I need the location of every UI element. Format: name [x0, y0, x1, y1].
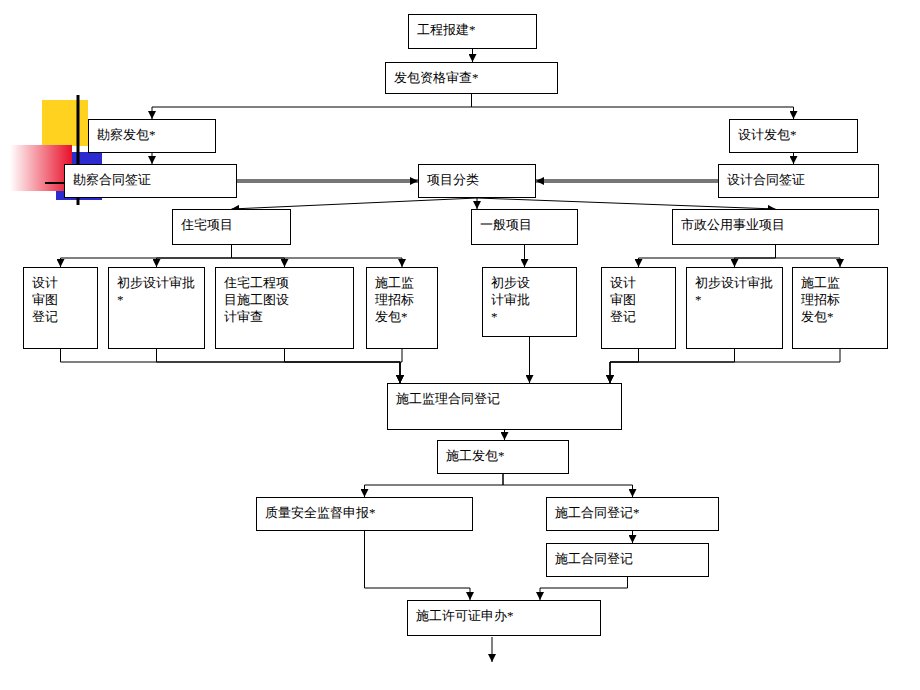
box-label: 施工许可证申办* [408, 601, 600, 630]
flow-arrow [365, 474, 504, 497]
box-label: 施工发包* [438, 441, 568, 470]
box-label: 住宅项目 [173, 210, 290, 239]
process-box: 施工许可证申办* [407, 600, 601, 636]
flow-arrow [157, 245, 232, 267]
flow-arrow [232, 245, 403, 267]
box-label: 勘察合同签证 [65, 165, 236, 194]
box-label: 施工监理招标发包* [367, 268, 424, 331]
red-square [10, 145, 72, 191]
flow-arrow [237, 179, 418, 183]
process-box: 住宅工程项目施工图设计审查 [215, 267, 354, 349]
exit-arrow [492, 637, 493, 662]
flow-arrow [365, 531, 471, 600]
process-box: 工程报建* [408, 14, 537, 49]
flow-arrow [61, 245, 232, 267]
process-box: 勘察合同签证 [64, 164, 237, 198]
process-box: 施工监理合同登记 [387, 383, 622, 430]
box-label: 初步设计审批* [109, 268, 204, 314]
box-label: 施工合同登记* [547, 498, 718, 527]
flow-arrow [477, 198, 478, 209]
flow-arrow [400, 349, 402, 383]
process-box: 设计审图登记 [23, 267, 98, 349]
box-label: 设计审图登记 [602, 268, 646, 331]
box-label: 项目分类 [419, 165, 535, 194]
process-box: 施工监理招标发包* [366, 267, 438, 349]
flow-arrow [152, 94, 472, 119]
process-box: 勘察发包* [88, 119, 216, 153]
box-label: 质量安全监督申报* [257, 498, 472, 527]
process-box: 施工合同登记* [546, 497, 719, 531]
process-box: 一般项目 [471, 209, 578, 245]
box-label: 施工合同登记 [547, 544, 708, 573]
box-label: 施工监理合同登记 [388, 384, 621, 413]
process-box: 初步设计审批* [108, 267, 205, 349]
box-label: 设计发包* [730, 120, 857, 149]
flow-arrow [152, 153, 153, 164]
process-box: 发包资格审查* [385, 62, 558, 94]
box-label: 初步设计审批* [687, 268, 782, 314]
flow-arrow [285, 349, 401, 383]
box-label: 施工监理招标发包* [793, 268, 850, 331]
flow-arrow [524, 245, 525, 267]
flow-arrow [529, 337, 530, 383]
box-label: 初步设计审批* [483, 268, 540, 331]
flow-arrow [639, 245, 776, 267]
process-box: 项目分类 [418, 164, 536, 198]
process-box: 设计审图登记 [601, 267, 676, 349]
box-label: 一般项目 [472, 210, 577, 239]
box-label: 设计合同签证 [719, 165, 878, 194]
process-box: 施工发包* [437, 440, 569, 474]
box-label: 市政公用事业项目 [673, 210, 878, 239]
flow-arrow [232, 198, 478, 209]
box-label: 设计审图登记 [24, 268, 68, 331]
process-box: 住宅项目 [172, 209, 291, 245]
process-box: 施工合同登记 [546, 543, 709, 577]
process-box: 质量安全监督申报* [256, 497, 473, 531]
flow-arrow [503, 474, 633, 497]
flow-arrow [610, 349, 639, 383]
flow-arrow [504, 430, 505, 440]
flow-arrow [735, 245, 776, 267]
flow-arrow [61, 349, 401, 383]
flow-arrow [793, 153, 794, 164]
process-box: 市政公用事业项目 [672, 209, 879, 245]
box-label: 发包资格审查* [386, 63, 557, 92]
flow-arrow [536, 179, 718, 183]
flow-arrow [776, 245, 841, 267]
process-box: 施工监理招标发包* [792, 267, 888, 349]
process-box: 初步设计审批* [686, 267, 783, 349]
flow-arrow [157, 349, 401, 383]
box-label: 勘察发包* [89, 120, 215, 149]
box-label: 住宅工程项目施工图设计审查 [216, 268, 299, 331]
flow-arrow [610, 349, 840, 383]
flow-arrow [610, 349, 735, 383]
flow-arrow [540, 577, 628, 600]
flow-arrow [632, 531, 633, 543]
box-label: 工程报建* [409, 15, 536, 44]
process-box: 设计合同签证 [718, 164, 879, 198]
process-box: 设计发包* [729, 119, 858, 153]
flow-arrow [232, 245, 285, 267]
flow-arrow [472, 94, 794, 119]
flow-arrow [472, 49, 473, 62]
flow-arrow [477, 198, 776, 209]
process-box: 初步设计审批* [482, 267, 577, 337]
yellow-square [42, 100, 88, 146]
